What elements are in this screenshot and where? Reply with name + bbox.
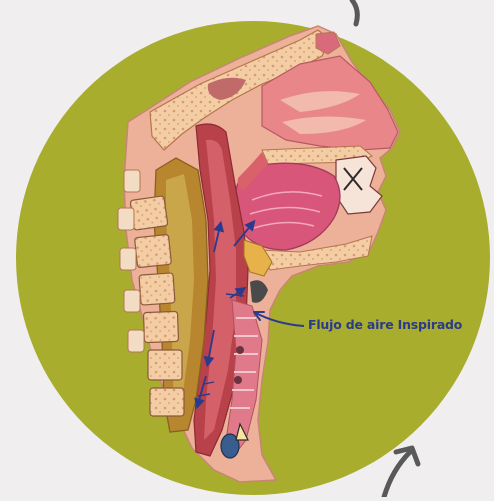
airflow-label: Flujo de aire Inspirado xyxy=(308,317,462,332)
gray-curved-arrow-bottom xyxy=(384,448,418,497)
gray-curved-arrow-top xyxy=(352,0,357,24)
